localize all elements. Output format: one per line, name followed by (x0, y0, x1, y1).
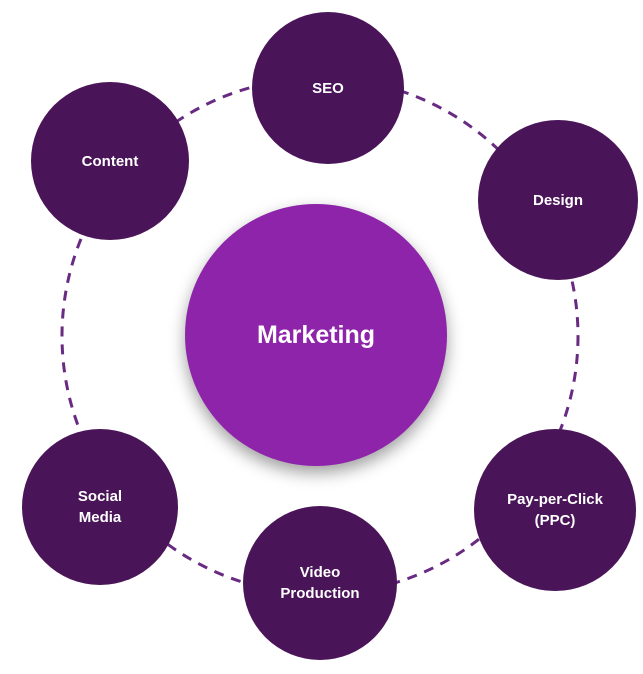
node-video-production: Video Production (243, 506, 397, 660)
node-video-production-label-line2: Production (280, 585, 360, 602)
node-seo-label: SEO (312, 79, 344, 97)
node-design: Design (478, 120, 638, 280)
node-social-media-label-line2: Media (78, 509, 122, 526)
node-content-label: Content (81, 152, 139, 170)
node-pay-per-click-label-line1: Pay-per-Click (507, 491, 603, 508)
node-video-production-label-line1: Video (299, 564, 341, 581)
node-marketing-center: Marketing (185, 204, 447, 466)
node-design-label: Design (532, 191, 583, 209)
node-social-media-label-line1: Social (77, 488, 123, 505)
node-pay-per-click: Pay-per-Click (PPC) (474, 429, 636, 591)
node-content: Content (31, 82, 189, 240)
node-pay-per-click-label-line2: (PPC) (534, 512, 576, 529)
node-social-media: Social Media (22, 429, 178, 585)
node-marketing-label: Marketing (256, 320, 376, 349)
node-seo: SEO (252, 12, 404, 164)
